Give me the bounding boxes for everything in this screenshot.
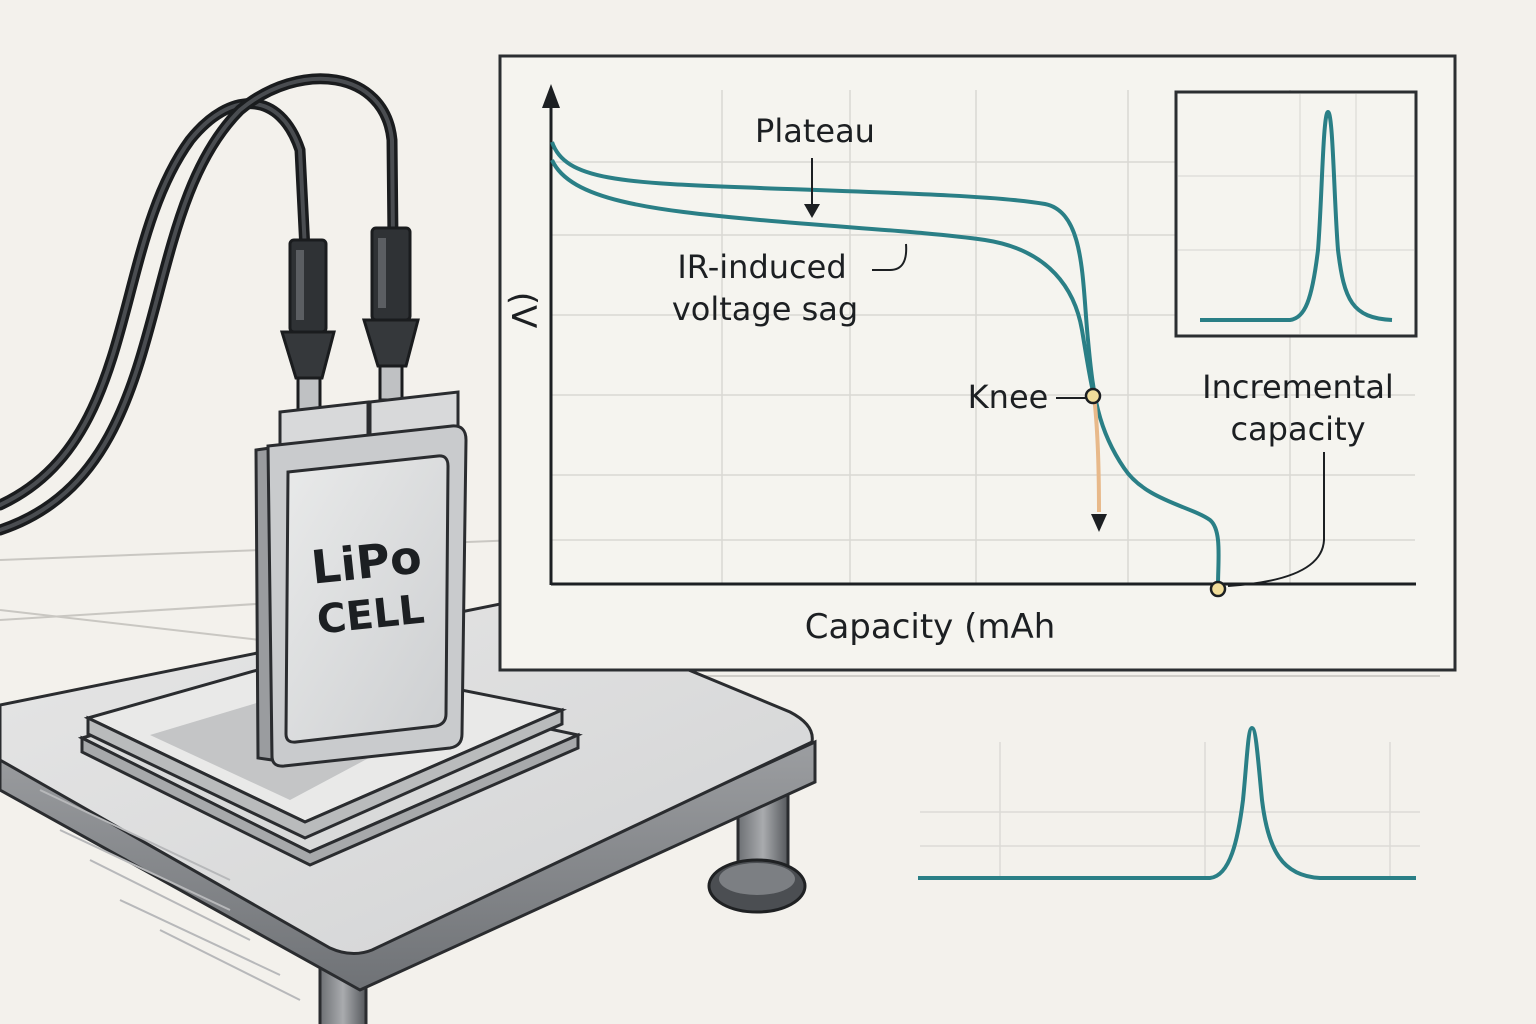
inset-peak-curve xyxy=(1200,109,1393,322)
y-axis-label: (V xyxy=(503,292,543,329)
annotation-ir-sag-line1: IR-induced xyxy=(677,248,846,286)
x-axis-label: Capacity (mAh xyxy=(805,607,1056,647)
incremental-marker xyxy=(1209,580,1227,598)
cell-label-line1: LiPo xyxy=(309,529,424,594)
left-connector xyxy=(279,238,336,414)
annotation-plateau: Plateau xyxy=(755,112,875,150)
discharge-curve-upper xyxy=(550,141,1221,587)
ir-sag-leader xyxy=(872,243,908,271)
right-connector xyxy=(361,226,420,402)
discharge-chart: (V Capacity (mAh Plateau IR-induced volt… xyxy=(498,54,1457,672)
annotation-knee: Knee xyxy=(968,378,1049,416)
test-leads xyxy=(0,73,399,536)
inset-plot xyxy=(1174,90,1418,338)
annotation-incremental-line1: Incremental xyxy=(1202,368,1394,406)
incremental-leader xyxy=(1227,452,1325,587)
knee-marker xyxy=(1084,387,1102,405)
annotation-ir-sag-line2: voltage sag xyxy=(672,290,858,328)
y-axis-arrow xyxy=(542,84,560,108)
plateau-arrow xyxy=(804,204,820,218)
peak-curve xyxy=(918,725,1416,880)
discharge-curve-sagged xyxy=(550,159,1096,397)
knee-drop-segment xyxy=(1092,395,1101,513)
cell-label-line2: CELL xyxy=(315,587,427,644)
lipo-cell: LiPo CELL xyxy=(254,390,468,768)
knee-drop-arrow xyxy=(1091,514,1107,532)
annotation-incremental-line2: capacity xyxy=(1230,410,1365,448)
incremental-capacity-plot xyxy=(918,725,1420,880)
